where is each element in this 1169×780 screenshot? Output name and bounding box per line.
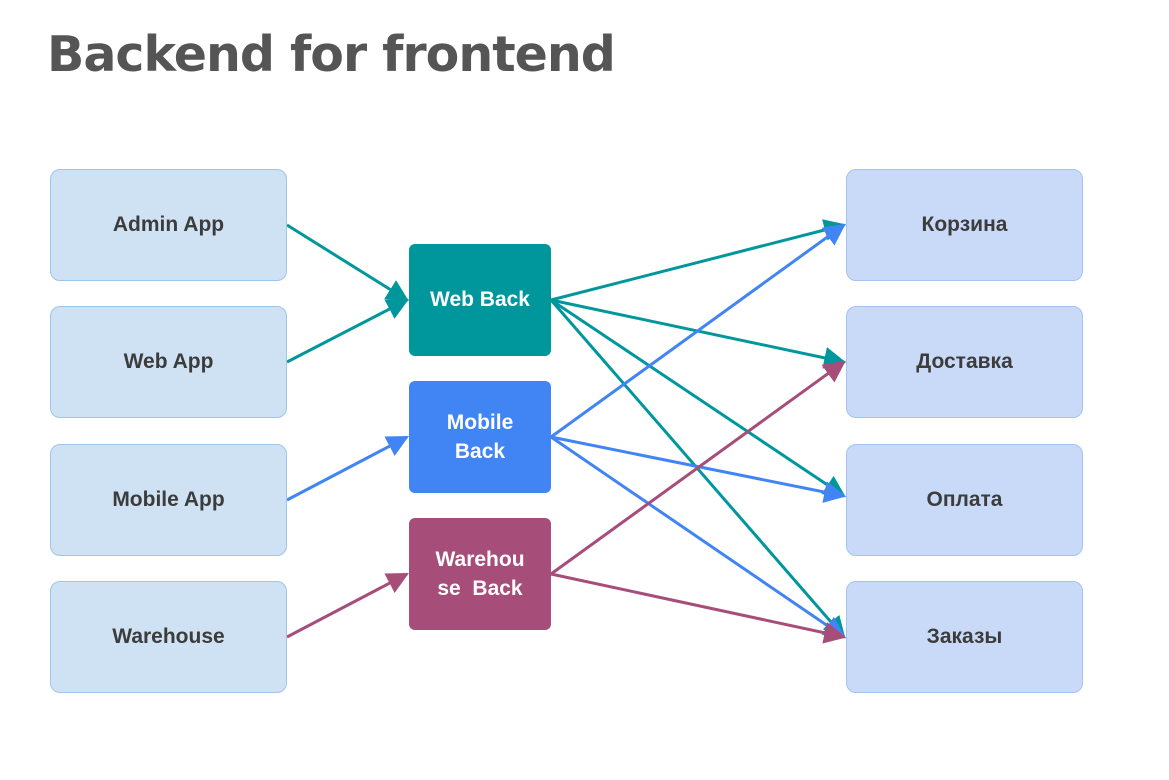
edge-client-3-to-backend-2 [286, 572, 409, 639]
edge-backend-1-to-service-0 [550, 223, 846, 439]
client-mobile-app: Mobile App [50, 444, 287, 556]
edge-backend-2-to-service-1 [550, 360, 846, 576]
edge-backend-0-to-service-2 [550, 298, 846, 498]
edge-backend-1-to-service-3 [550, 435, 846, 639]
service-label: Заказы [926, 625, 1003, 648]
service-label: Оплата [926, 488, 1003, 511]
slide-title: Backend for frontend [47, 26, 616, 83]
service-zakazy: Заказы [846, 581, 1083, 693]
client-label: Web App [123, 350, 214, 373]
service-label: Корзина [921, 213, 1008, 236]
edge-client-2-to-backend-1 [286, 435, 409, 502]
backend-web-back: Web Back [409, 244, 551, 356]
backend-label: Web Back [430, 288, 530, 312]
client-label: Warehouse [112, 625, 225, 648]
service-dostavka: Доставка [846, 306, 1083, 418]
backend-label: Warehou se Back [435, 547, 525, 600]
edge-backend-0-to-service-0 [550, 219, 847, 302]
backend-warehouse-back: Warehou se Back [409, 518, 551, 630]
client-admin-app: Admin App [50, 169, 287, 281]
client-label: Mobile App [112, 488, 225, 511]
edge-client-0-to-backend-0 [286, 223, 409, 302]
service-label: Доставка [916, 350, 1013, 373]
edge-backend-2-to-service-3 [550, 572, 847, 644]
service-oplata: Оплата [846, 444, 1083, 556]
client-warehouse: Warehouse [50, 581, 287, 693]
backend-mobile-back: Mobile Back [409, 381, 551, 493]
backend-label: Mobile Back [446, 410, 514, 463]
edge-client-1-to-backend-0 [286, 298, 409, 364]
client-web-app: Web App [50, 306, 287, 418]
client-label: Admin App [112, 213, 225, 236]
service-korzina: Корзина [846, 169, 1083, 281]
